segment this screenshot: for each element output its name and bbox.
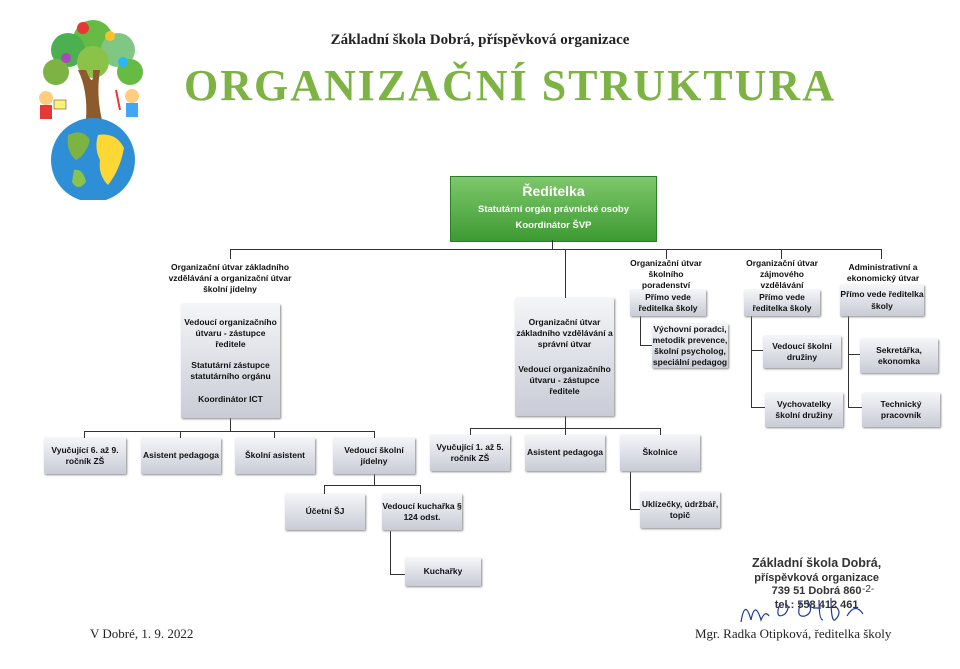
secretary-box: Sekretářka, ekonomka — [860, 339, 938, 373]
connector-line — [640, 345, 652, 346]
connector-line — [324, 485, 325, 495]
tree-crown — [43, 20, 143, 85]
connector-line — [565, 428, 566, 436]
date-text: V Dobré, 1. 9. 2022 — [90, 626, 194, 641]
technician-box: Technický pracovník — [862, 393, 940, 427]
club-staff-box: Vychovatelky školní družiny — [765, 393, 843, 427]
stamp-line-3: 739 51 Dobrá 860 — [771, 585, 862, 598]
connector-line — [230, 249, 882, 250]
connector-line — [848, 407, 862, 408]
unit-counseling-heading: Organizační útvar školního poradenství — [630, 258, 702, 291]
janitor-box: Školnice — [620, 435, 700, 471]
cleaners-box: Uklízečky, údržbář, topič — [640, 492, 720, 528]
director-role-svp: Koordinátor ŠVP — [515, 220, 592, 231]
connector-line — [565, 249, 566, 299]
unit-basic-2-statutory: Statutární zástupce statutárního orgánu — [190, 360, 271, 382]
connector-line — [751, 316, 752, 408]
unit-leisure-box: Přímo vede ředitelka školy — [744, 290, 820, 316]
connector-line — [781, 249, 782, 259]
cooks-box: Kuchařky — [405, 558, 481, 586]
canteen-head-box: Vedoucí školní jídelny — [333, 438, 415, 474]
connector-line — [274, 431, 275, 439]
unit-basic-1-heading: Organizační útvar základního vzdělávání … — [516, 316, 613, 349]
connector-line — [180, 431, 181, 439]
connector-line — [640, 316, 641, 346]
unit-basic-2-ict: Koordinátor ICT — [198, 394, 263, 405]
assistant-teacher-box-2: Asistent pedagoga — [525, 435, 605, 471]
director-box: Ředitelka Statutární orgán právnické oso… — [450, 176, 657, 242]
globe — [51, 118, 135, 200]
unit-basic-1-head-role: Vedoucí organizačního útvaru - zástupce … — [518, 364, 611, 397]
assistant-teacher-box: Asistent pedagoga — [141, 438, 221, 474]
teachers-grades-6-9-box: Vyučující 6. až 9. ročník ZŠ — [44, 438, 126, 474]
school-assistant-box: Školní asistent — [235, 438, 315, 474]
unit-basic-2-box: Vedoucí organizačního útvaru - zástupce … — [181, 304, 280, 418]
connector-line — [630, 472, 631, 510]
tree-trunk — [78, 70, 102, 120]
connector-line — [848, 354, 860, 355]
connector-line — [630, 509, 642, 510]
connector-line — [230, 418, 231, 432]
unit-basic-2-head-role: Vedoucí organizačního útvaru - zástupce … — [184, 316, 277, 349]
connector-line — [660, 428, 661, 436]
connector-line — [84, 431, 85, 439]
unit-admin-heading: Administrativní a ekonomický útvar — [846, 262, 920, 284]
unit-basic-1-box: Organizační útvar základního vzdělávání … — [515, 298, 614, 416]
connector-line — [751, 407, 765, 408]
connector-line — [848, 316, 849, 408]
director-title: Ředitelka — [522, 183, 585, 199]
school-logo — [39, 20, 143, 200]
child-figure-left — [39, 91, 67, 119]
connector-line — [390, 531, 391, 575]
canteen-accountant-box: Účetní ŠJ — [285, 494, 365, 530]
connector-line — [374, 474, 375, 486]
unit-leisure-heading: Organizační útvar zájmového vzdělávání — [746, 258, 818, 291]
page-title: ORGANIZAČNÍ STRUKTURA — [184, 61, 836, 110]
connector-line — [374, 431, 375, 439]
unit-counseling-box: Přímo vede ředitelka školy — [630, 290, 706, 316]
connector-line — [84, 431, 375, 432]
child-figure-right — [115, 89, 139, 117]
teachers-grades-1-5-box: Vyučující 1. až 5. ročník ZŠ — [430, 435, 510, 471]
connector-line — [470, 428, 471, 436]
connector-line — [881, 249, 882, 259]
stamp-line-1: Základní škola Dobrá, — [752, 556, 882, 570]
connector-line — [552, 240, 553, 250]
director-role-statutory: Statutární orgán právnické osoby — [478, 204, 629, 215]
connector-line — [565, 416, 566, 429]
head-cook-box: Vedoucí kuchařka § 124 odst. — [382, 494, 462, 530]
unit-admin-box: Přímo vede ředitelka školy — [840, 285, 924, 316]
connector-line — [420, 485, 421, 495]
counseling-staff-box: Výchovní poradci, metodik prevence, škol… — [652, 323, 728, 368]
stamp-line-2: příspěvková organizace — [754, 571, 879, 584]
connector-line — [230, 249, 231, 259]
connector-line — [666, 249, 667, 259]
connector-line — [390, 574, 406, 575]
signer-text: Mgr. Radka Otipková, ředitelka školy — [695, 626, 892, 641]
school-name-header: Základní škola Dobrá, příspěvková organi… — [330, 32, 630, 48]
connector-line — [751, 350, 763, 351]
connector-line — [324, 485, 421, 486]
handwritten-signature — [740, 597, 864, 623]
stamp-mark: -2- — [862, 584, 875, 595]
club-head-box: Vedoucí školní družiny — [763, 336, 841, 368]
unit-basic-2-heading: Organizační útvar základního vzdělávání … — [168, 262, 292, 295]
